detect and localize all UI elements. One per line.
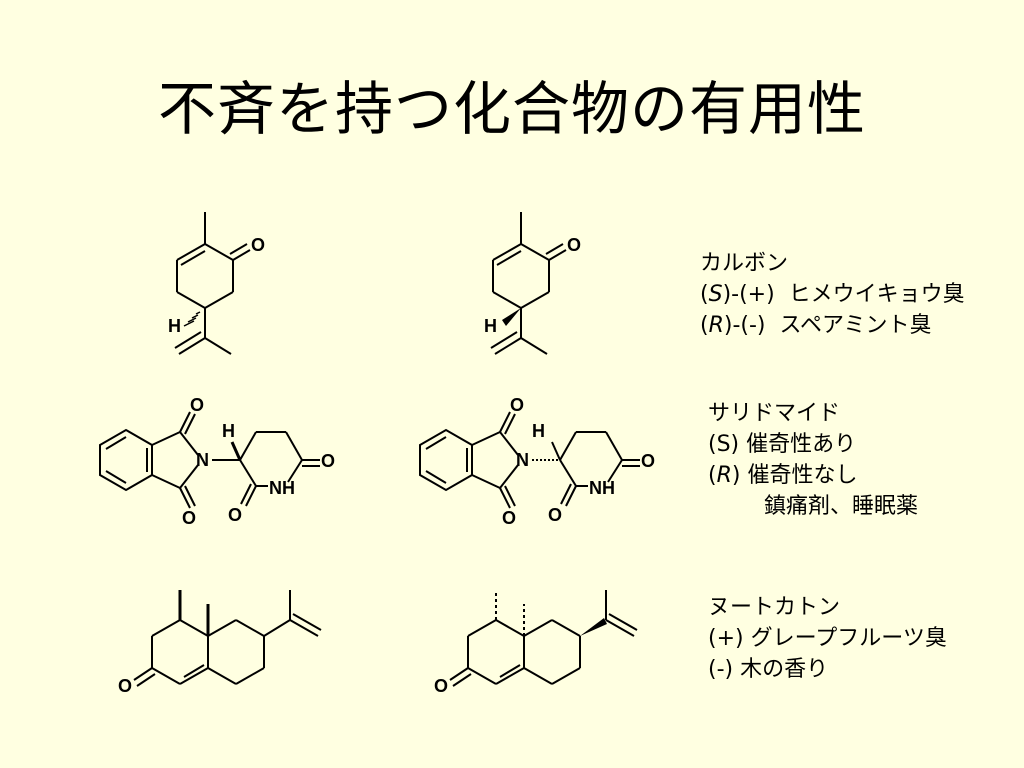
- atom-o: O: [321, 451, 335, 471]
- property-text: ) 催奇性なし: [731, 463, 858, 488]
- paren: (: [700, 313, 709, 338]
- use-text: 鎮痛剤、睡眠薬: [764, 494, 919, 519]
- nootkatone-minus-structure: O: [434, 590, 638, 696]
- nootkatone-description: ヌートカトン (+) グレープフルーツ臭 (-) 木の香り: [708, 592, 947, 685]
- compound-name: ヌートカトン: [708, 595, 841, 620]
- enantiomer-line: (R)-(-) スペアミント臭: [700, 310, 965, 341]
- carvone-s-structure: O H: [168, 212, 265, 355]
- atom-nh: NH: [269, 478, 295, 498]
- atom-o: O: [641, 451, 655, 471]
- property-text: 木の香り: [740, 657, 829, 682]
- paren: (: [708, 463, 717, 488]
- paren: (: [700, 282, 709, 307]
- paren: (S): [708, 432, 747, 457]
- atom-o: O: [118, 676, 132, 696]
- atom-o: O: [434, 676, 448, 696]
- property-text: グレープフルーツ臭: [750, 626, 947, 651]
- property-text: )-(-) スペアミント臭: [723, 313, 932, 338]
- paren: (-): [708, 657, 741, 682]
- atom-o: O: [548, 505, 562, 525]
- slide-title: 不斉を持つ化合物の有用性: [157, 75, 866, 143]
- atom-o: O: [190, 395, 204, 415]
- atom-o: O: [567, 235, 581, 255]
- paren: (+): [708, 626, 751, 651]
- config-label: R: [716, 463, 732, 488]
- atom-o: O: [182, 508, 196, 528]
- carvone-r-structure: O H: [484, 212, 581, 355]
- property-text: 催奇性あり: [746, 432, 857, 457]
- config-label: R: [708, 313, 724, 338]
- enantiomer-line: (S)-(+) ヒメウイキョウ臭: [700, 279, 965, 310]
- thalidomide-s-structure: O O N H O NH O: [99, 395, 335, 528]
- thalidomide-r-structure: O O N H O NH O: [419, 395, 655, 528]
- enantiomer-line: (-) 木の香り: [708, 654, 947, 685]
- atom-o: O: [510, 395, 524, 415]
- atom-o: O: [251, 235, 265, 255]
- thalidomide-description: サリドマイド (S) 催奇性あり (R) 催奇性なし 鎮痛剤、睡眠薬: [708, 398, 918, 522]
- atom-nh: NH: [589, 478, 615, 498]
- compound-name: サリドマイド: [708, 401, 841, 426]
- enantiomer-line: (R) 催奇性なし: [708, 460, 918, 491]
- atom-h: H: [532, 421, 545, 441]
- config-label: S: [708, 282, 723, 307]
- atom-o: O: [502, 508, 516, 528]
- compound-name: カルボン: [700, 251, 789, 276]
- nootkatone-plus-structure: O: [118, 590, 322, 696]
- enantiomer-line: (S) 催奇性あり: [708, 429, 918, 460]
- atom-o: O: [228, 505, 242, 525]
- property-text: )-(+) ヒメウイキョウ臭: [722, 282, 965, 307]
- atom-h: H: [168, 316, 181, 336]
- atom-h: H: [484, 316, 497, 336]
- atom-n: N: [516, 450, 529, 470]
- atom-n: N: [196, 450, 209, 470]
- enantiomer-line: (+) グレープフルーツ臭: [708, 623, 947, 654]
- carvone-description: カルボン (S)-(+) ヒメウイキョウ臭 (R)-(-) スペアミント臭: [700, 248, 965, 341]
- atom-h: H: [222, 421, 235, 441]
